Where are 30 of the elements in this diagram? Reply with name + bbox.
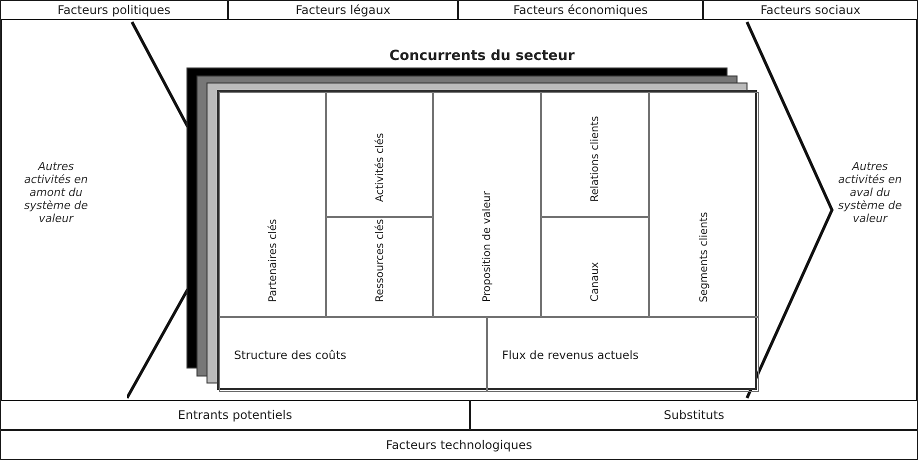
canvas-card [217,90,757,390]
block-label: Activités clés [374,133,386,202]
side-note: Autres activités en aval du système de valeur [837,160,903,225]
factor-box: Entrants potentiels [0,400,470,430]
block-label: Partenaires clés [266,218,278,302]
canvas-block [649,92,759,317]
factor-box: Facteurs technologiques [0,430,918,460]
block-label: Canaux [589,262,601,302]
canvas-block [487,317,759,392]
factor-box: Facteurs sociaux [703,0,918,20]
canvas-block [433,92,541,317]
factor-box: Facteurs politiques [0,0,228,20]
canvas-block [541,217,649,317]
canvas-block [326,92,433,217]
canvas-block [326,217,433,317]
block-label: Flux de revenus actuels [502,348,639,362]
block-label: Relations clients [589,116,601,202]
canvas-block [219,92,326,317]
canvas-block [219,317,487,392]
factor-box: Substituts [470,400,918,430]
canvas-block [541,92,649,217]
factor-box: Facteurs légaux [228,0,458,20]
factor-box: Facteurs économiques [458,0,703,20]
heading: Concurrents du secteur [388,48,576,64]
side-note: Autres activités en amont du système de valeur [23,160,89,225]
block-label: Structure des coûts [234,348,346,362]
block-label: Segments clients [698,212,710,302]
block-label: Ressources clés [374,218,386,302]
environment-band [0,20,918,400]
block-label: Proposition de valeur [481,190,493,302]
